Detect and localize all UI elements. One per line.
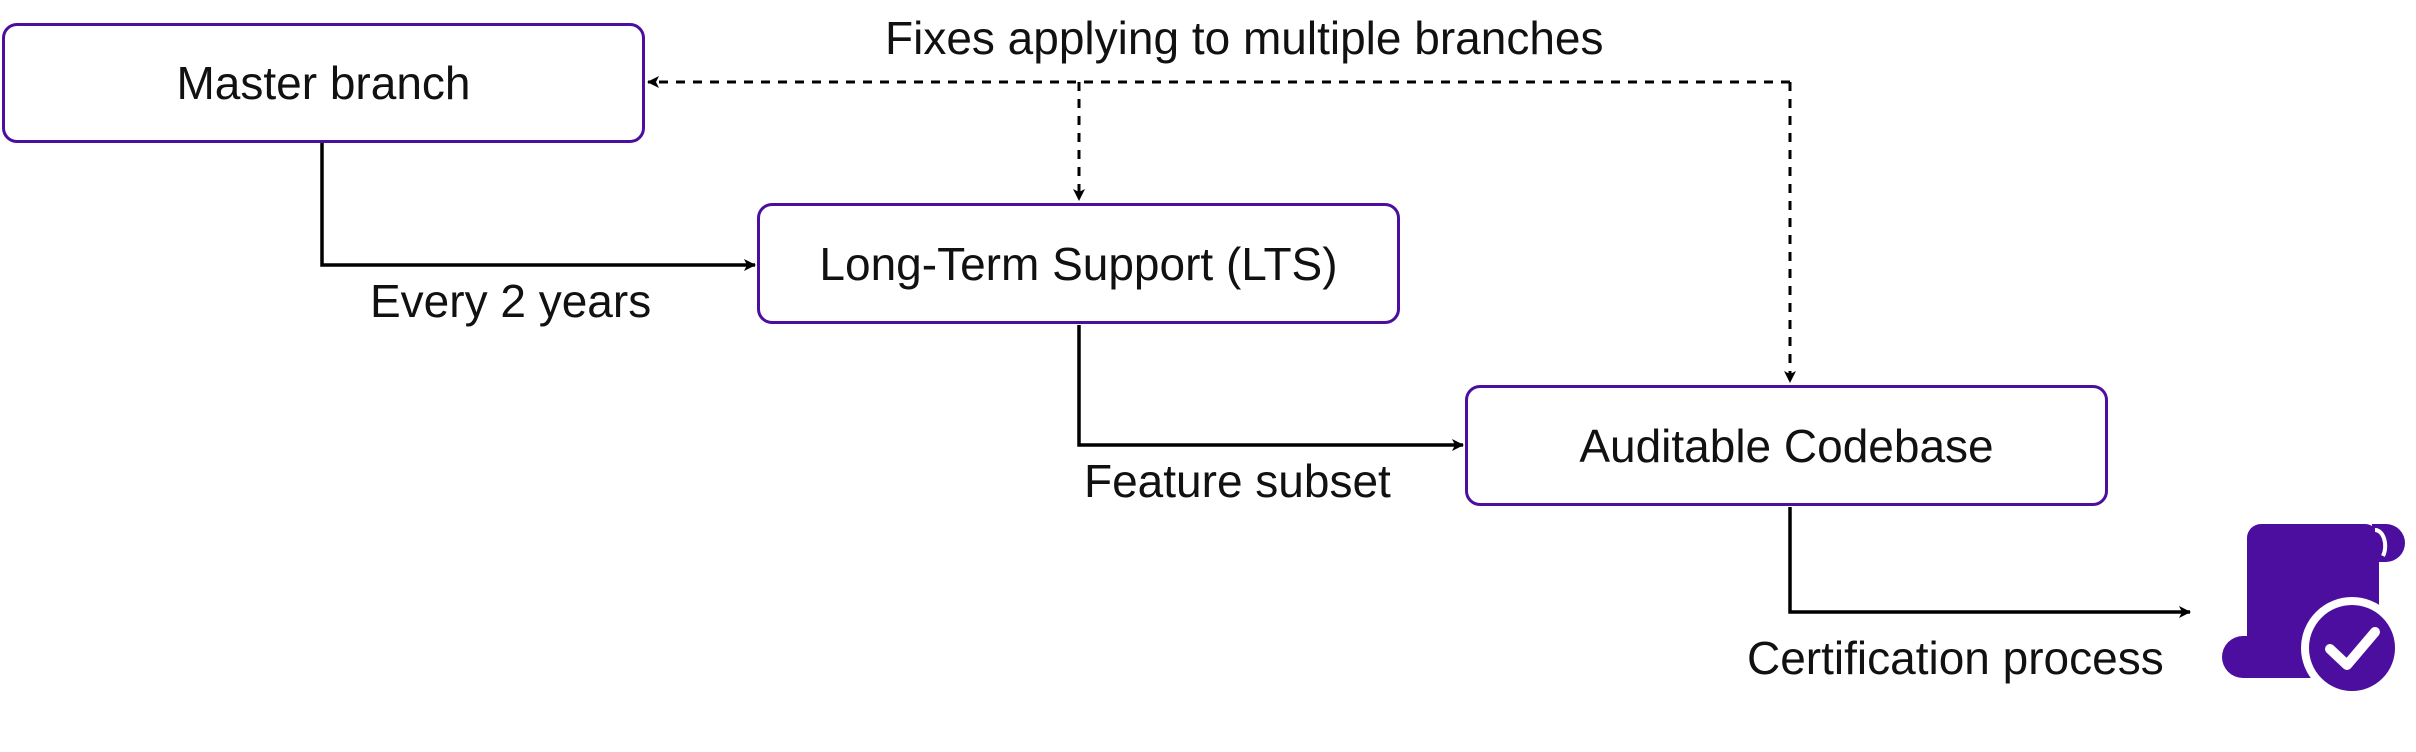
auditable-codebase-label: Auditable Codebase <box>1579 419 1994 472</box>
edge-lts-to-auditable <box>1077 325 1464 451</box>
lts-node: Long-Term Support (LTS) <box>757 203 1400 324</box>
certified-document-icon <box>2222 524 2405 699</box>
edge-auditable-to-certification <box>1788 507 2191 618</box>
master-branch-node: Master branch <box>2 23 645 143</box>
master-branch-label: Master branch <box>176 57 471 109</box>
certification-process-label: Certification process <box>1747 632 2164 684</box>
lts-label: Long-Term Support (LTS) <box>819 237 1338 290</box>
auditable-codebase-node: Auditable Codebase <box>1465 385 2108 506</box>
every-two-years-label: Every 2 years <box>370 275 652 327</box>
feature-subset-label: Feature subset <box>1084 455 1391 507</box>
fixes-label: Fixes applying to multiple branches <box>885 12 1604 64</box>
edge-master-to-lts <box>320 143 756 271</box>
